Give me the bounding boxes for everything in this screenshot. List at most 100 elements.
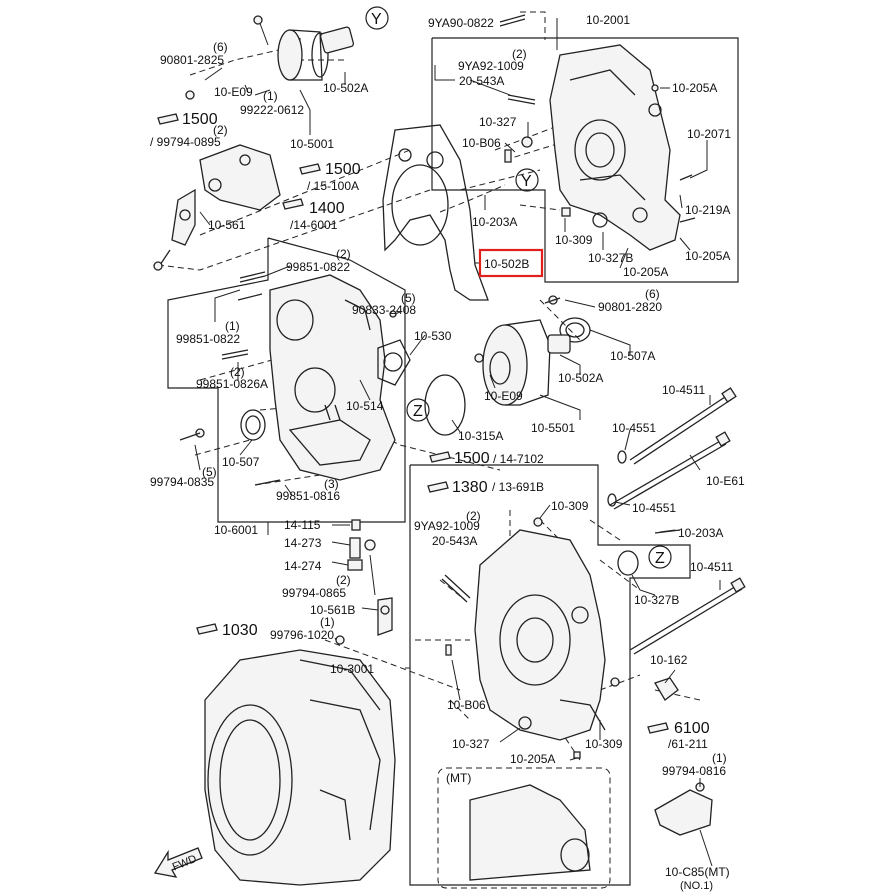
label-9ya92-1009: 9YA92-1009	[414, 519, 480, 533]
label-no1: (NO.1)	[680, 880, 713, 892]
front-gasket-part	[382, 124, 489, 301]
cover-gasket-part	[377, 339, 411, 386]
right-small-parts	[654, 677, 713, 836]
label-10-4551: 10-4551	[612, 421, 656, 435]
label-99851-0822: 99851-0822	[286, 260, 350, 274]
label-14-115: 14-115	[284, 518, 321, 532]
label-14-274: 14-274	[284, 559, 322, 573]
stud-bolt-top	[499, 14, 526, 27]
rear-housing-group-box	[409, 464, 691, 886]
label-10-203a: 10-203A	[472, 215, 517, 229]
label-10-507: 10-507	[222, 455, 260, 469]
label-qty-1: (1)	[712, 751, 727, 765]
label-10-4511: 10-4511	[690, 560, 733, 574]
label-10-561b: 10-561B	[310, 603, 355, 617]
label-10-205a: 10-205A	[685, 249, 730, 263]
label-10-309: 10-309	[555, 233, 593, 247]
engine-bracket-part	[153, 90, 281, 271]
label-99851-0816: 99851-0816	[276, 489, 340, 503]
small-parts-top-right	[504, 84, 696, 223]
label-10-6001: 10-6001	[214, 523, 258, 537]
label-qty-2: (2)	[512, 47, 527, 61]
front-cover-group-box	[167, 237, 406, 523]
label-10-205a: 10-205A	[623, 265, 668, 279]
pointing-hand-icon	[196, 623, 218, 635]
label-10-b06: 10-B06	[462, 136, 501, 150]
label-10-502a: 10-502A	[323, 81, 368, 95]
label-10-203a: 10-203A	[678, 526, 723, 540]
o-ring-part	[424, 374, 466, 436]
ref-6100: 6100	[674, 720, 710, 737]
label-99794-0816: 99794-0816	[662, 764, 726, 778]
part-labels: 10-2001 9YA90-0822 (2) 9YA92-1009 20-543…	[150, 11, 745, 892]
label-10-530: 10-530	[414, 329, 452, 343]
label-10-e61: 10-E61	[706, 474, 745, 488]
label-10-219a: 10-219A	[685, 203, 730, 217]
marker-y-text: Y	[521, 173, 532, 190]
label-10-507a: 10-507A	[610, 349, 655, 363]
label-10-2001: 10-2001	[586, 13, 630, 27]
label-90801-2820: 90801-2820	[598, 300, 662, 314]
label-20-543a: 20-543A	[432, 534, 477, 548]
label-qty-2: (2)	[466, 509, 481, 523]
label-10-309: 10-309	[585, 737, 623, 751]
label-qty-5: (5)	[401, 291, 416, 305]
label-90801-2825: 90801-2825	[160, 53, 224, 67]
highlight-box	[478, 248, 544, 278]
label-qty-6: (6)	[213, 40, 228, 54]
label-qty-2: (2)	[336, 573, 351, 587]
ref-13-691b: / 13-691B	[492, 480, 544, 494]
oil-seal-left	[240, 409, 266, 441]
ref-14-7102: / 14-7102	[493, 452, 544, 466]
label-90833-2408: 90833-2408	[352, 303, 416, 317]
ref-61-211: /61-211	[668, 737, 708, 751]
front-hub-part	[253, 15, 355, 81]
label-10-4551: 10-4551	[632, 501, 676, 515]
label-10-205a: 10-205A	[672, 81, 717, 95]
ref-99794-0895: / 99794-0895	[150, 135, 221, 149]
label-10-4511: 10-4511	[662, 383, 705, 397]
label-10-502a: 10-502A	[558, 371, 603, 385]
cover-bolts	[179, 271, 397, 486]
label-qty-2: (2)	[213, 123, 228, 137]
label-9ya90-0822: 9YA90-0822	[428, 16, 494, 30]
pointing-hand-icon	[299, 163, 321, 175]
label-qty-1: (1)	[263, 89, 278, 103]
mt-sub-box	[437, 767, 611, 889]
ref-1500: 1500	[325, 161, 361, 178]
leader-lines	[194, 18, 721, 867]
label-10-e09: 10-E09	[214, 85, 253, 99]
marker-y-text: Y	[371, 11, 382, 28]
marker-z-text: Z	[413, 403, 423, 420]
label-qty-2: (2)	[336, 247, 351, 261]
label-9ya92-1009: 9YA92-1009	[458, 59, 524, 73]
ref-14-6001: /14-6001	[290, 218, 338, 232]
mt-plate-part	[469, 784, 591, 881]
ref-1380: 1380	[452, 479, 488, 496]
fwd-arrow-icon	[153, 847, 203, 878]
label-10-5001: 10-5001	[290, 137, 334, 151]
label-99794-0835: 99794-0835	[150, 475, 214, 489]
marker-z-text: Z	[655, 550, 665, 567]
rear-housing-part	[441, 529, 620, 759]
label-99222-0612: 99222-0612	[240, 103, 304, 117]
label-10-b06: 10-B06	[447, 698, 486, 712]
label-99796-1020: 99796-1020	[270, 628, 334, 642]
ref-15-100a: / 15-100A	[307, 179, 359, 193]
label-qty-2: (2)	[230, 365, 245, 379]
mt-label: (MT)	[446, 771, 471, 785]
pointing-hand-icon	[282, 198, 304, 210]
label-10-327b: 10-327B	[634, 593, 679, 607]
label-20-543a: 20-543A	[459, 74, 504, 88]
label-10-327: 10-327	[452, 737, 490, 751]
plug-and-sensor-parts	[335, 517, 681, 645]
label-99851-0826a: 99851-0826A	[196, 377, 268, 391]
label-10-5501: 10-5501	[531, 421, 575, 435]
label-10-327b: 10-327B	[588, 251, 633, 265]
label-10-205a: 10-205A	[510, 752, 555, 766]
pointing-hand-icon	[429, 451, 451, 463]
label-qty-3: (3)	[324, 477, 339, 491]
ref-1030: 1030	[222, 622, 258, 639]
label-qty-1: (1)	[225, 319, 240, 333]
